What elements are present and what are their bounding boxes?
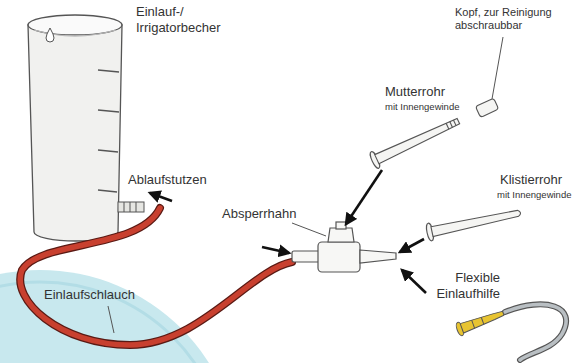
enema-tube (425, 204, 522, 241)
hose-outline (20, 208, 292, 345)
enema-hose (20, 208, 292, 345)
outlet-nozzle (118, 202, 144, 212)
leader-line (492, 37, 503, 99)
part-sublabel: mit Innengewinde (385, 101, 459, 112)
part-label: Mutterrohr (385, 84, 445, 100)
leader-line (292, 223, 326, 236)
part-label: Einlaufschlauch (44, 287, 135, 303)
assembly-arrows (150, 170, 426, 293)
irrigator-cup (28, 15, 122, 241)
part-note: Kopf, zur Reinigung abschraubbar (455, 6, 573, 32)
part-label: Absperrhahn (222, 206, 296, 222)
mother-tube (368, 113, 462, 169)
part-label: Flexible Einlaufhilfe (428, 270, 500, 301)
flexible-aid (455, 304, 566, 360)
part-label: Klistierrohr (500, 172, 562, 188)
screw-head (475, 98, 498, 117)
part-label: Einlauf-/ Irrigatorbecher (136, 4, 236, 35)
leader-line (108, 306, 114, 333)
part-label: Ablaufstutzen (128, 172, 207, 188)
part-sublabel: mit Innengewinde (497, 189, 571, 200)
stopcock (292, 222, 396, 272)
